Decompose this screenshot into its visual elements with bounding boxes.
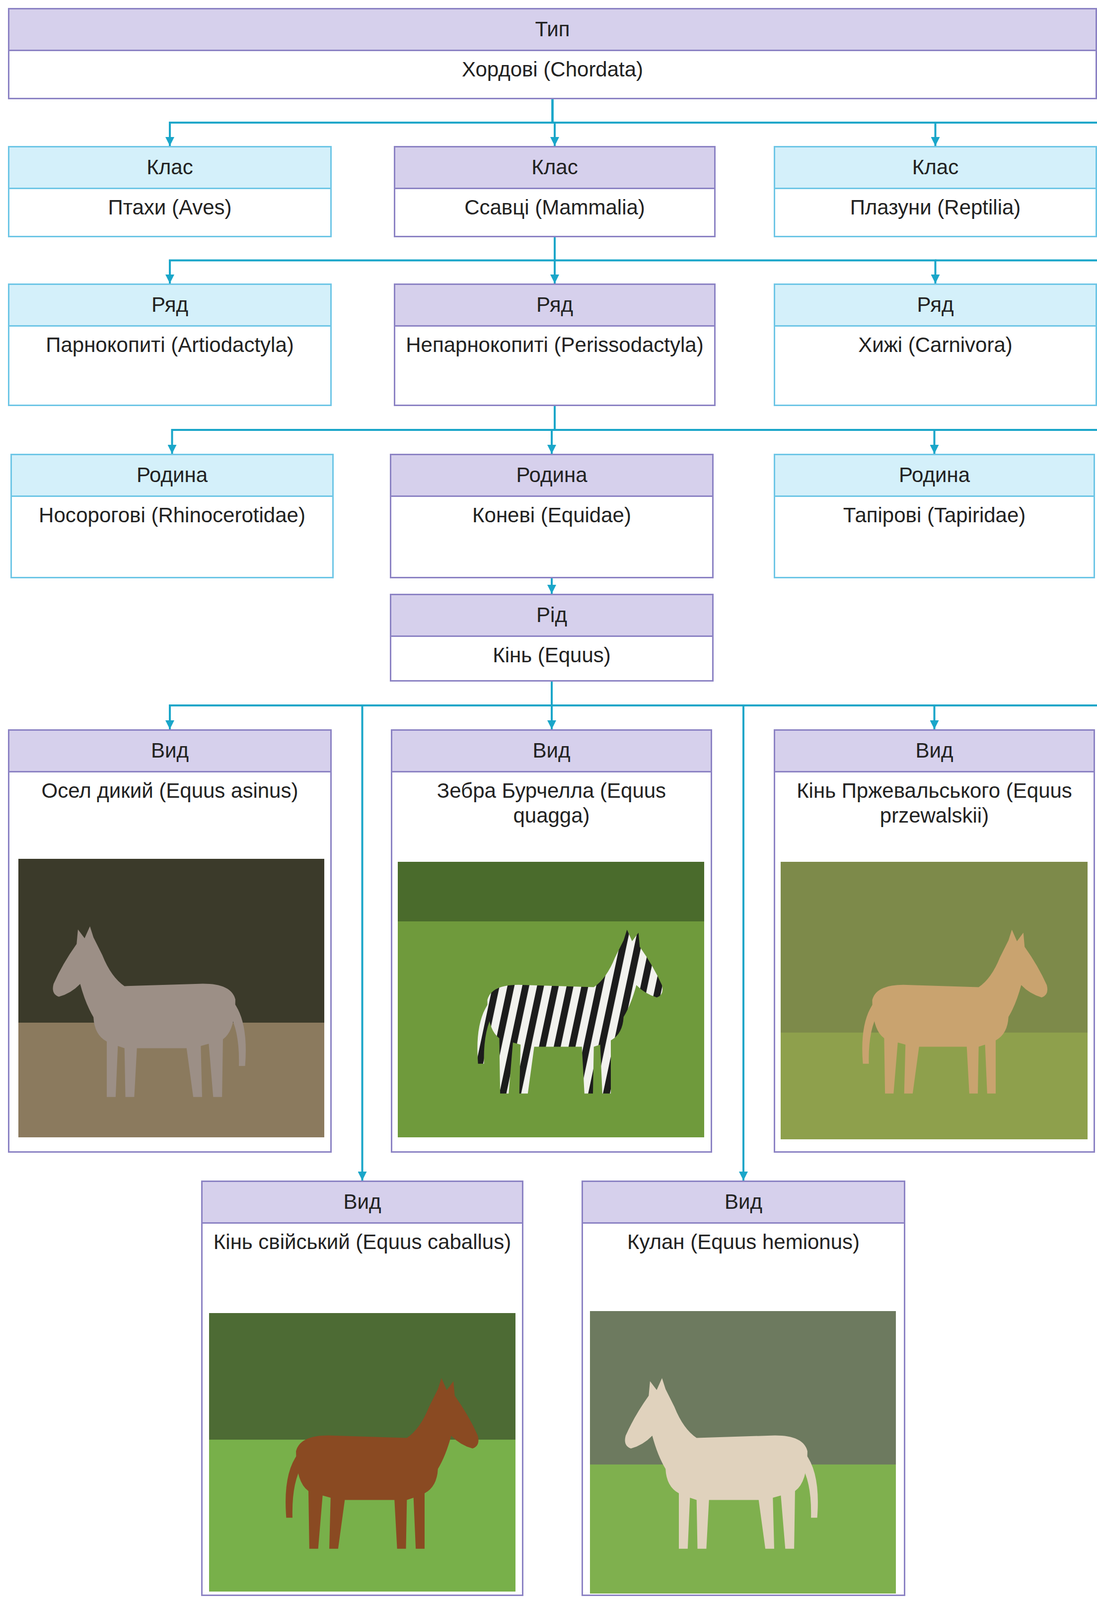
taxon-box: ТипХордові (Chordata) [7, 7, 1097, 100]
taxon-box: РодинаКоневі (Equidae) [389, 453, 714, 579]
taxon-box: РодинаНосорогові (Rhinocerotidae) [10, 453, 334, 579]
rank-label: Клас [775, 147, 1096, 190]
rank-label: Родина [391, 455, 713, 498]
taxon-name: Зебра Бурчелла (Equus quagga) [392, 772, 711, 834]
rank-label: Ряд [9, 285, 331, 327]
taxon-name: Птахи (Aves) [9, 189, 331, 225]
taxon-name: Кулан (Equus hemionus) [583, 1224, 904, 1260]
species-box: ВидЗебра Бурчелла (Equus quagga) [390, 729, 713, 1154]
hierarchy-arrow [169, 99, 553, 147]
taxon-name: Плазуни (Reptilia) [775, 189, 1096, 225]
taxon-name: Ссавці (Mammalia) [395, 189, 715, 225]
taxon-box: РодинаТапірові (Tapiridae) [773, 453, 1096, 579]
photo-ground [397, 862, 705, 1138]
hierarchy-arrow [552, 99, 936, 147]
photo-ground [780, 1032, 1088, 1140]
hierarchy-arrow [169, 237, 555, 284]
horse-figure [285, 1378, 479, 1550]
rank-label: Тип [9, 9, 1096, 52]
taxon-name: Кінь свійський (Equus caballus) [202, 1224, 522, 1260]
taxon-box: РядПарнокопиті (Artiodactyla) [7, 283, 332, 407]
taxon-name: Тапірові (Tapiridae) [775, 497, 1094, 533]
taxon-name: Непарнокопиті (Perissodactyla) [395, 326, 715, 363]
continuation-line [934, 704, 1097, 707]
continuation-line [935, 259, 1097, 262]
przewalski-figure [862, 930, 1048, 1095]
photo-ground [589, 1311, 896, 1595]
continuation-line [934, 429, 1097, 432]
rank-label: Ряд [775, 285, 1096, 327]
rank-label: Вид [202, 1182, 522, 1225]
taxon-name: Кінь Пржевальського (Equus przewalskii) [775, 772, 1094, 834]
species-box: ВидКінь Пржевальського (Equus przewalski… [773, 729, 1096, 1154]
taxon-box: РідКінь (Equus) [389, 593, 714, 682]
taxon-name: Носорогові (Rhinocerotidae) [11, 497, 333, 533]
kulan-photo [589, 1311, 896, 1595]
rank-label: Вид [9, 731, 331, 773]
zebra-photo [397, 862, 705, 1138]
rank-label: Родина [775, 455, 1094, 498]
taxon-box: РядНепарнокопиті (Perissodactyla) [393, 283, 716, 407]
species-box: ВидКінь свійський (Equus caballus) [201, 1180, 524, 1597]
horse-photo [209, 1313, 516, 1593]
rank-label: Ряд [395, 285, 715, 327]
taxon-name: Осел дикий (Equus asinus) [9, 772, 331, 809]
rank-label: Рід [391, 595, 713, 638]
taxon-name: Парнокопиті (Artiodactyla) [9, 326, 331, 363]
rank-label: Родина [11, 455, 333, 498]
hierarchy-arrow [554, 237, 936, 284]
zebra-figure [477, 930, 663, 1095]
hierarchy-arrow [550, 578, 553, 594]
taxon-name: Хижі (Carnivora) [775, 326, 1096, 363]
taxon-name: Коневі (Equidae) [391, 497, 713, 533]
connector-group [169, 99, 936, 1181]
donkey-figure [53, 926, 246, 1098]
taxon-box: КласСсавці (Mammalia) [393, 146, 716, 238]
kulan-figure [625, 1378, 818, 1550]
donkey-photo [18, 859, 325, 1138]
taxon-name: Хордові (Chordata) [9, 51, 1096, 87]
hierarchy-arrow [172, 406, 556, 454]
photo-ground [209, 1313, 516, 1593]
photo-ground [397, 862, 705, 922]
taxon-box: КласПтахи (Aves) [7, 146, 332, 238]
rank-label: Вид [583, 1182, 904, 1225]
hierarchy-arrow [554, 406, 935, 454]
species-box: ВидОсел дикий (Equus asinus) [7, 729, 332, 1154]
przewalski-photo [780, 862, 1088, 1140]
rank-label: Клас [395, 147, 715, 190]
species-box: ВидКулан (Equus hemionus) [581, 1180, 906, 1597]
taxon-box: РядХижі (Carnivora) [773, 283, 1097, 407]
rank-label: Вид [775, 731, 1094, 773]
taxon-box: КласПлазуни (Reptilia) [773, 146, 1097, 238]
rank-label: Клас [9, 147, 331, 190]
photo-ground [780, 862, 1088, 1140]
continuation-line [935, 121, 1097, 124]
rank-label: Вид [392, 731, 711, 773]
photo-ground [18, 859, 325, 1138]
taxon-name: Кінь (Equus) [391, 637, 713, 673]
